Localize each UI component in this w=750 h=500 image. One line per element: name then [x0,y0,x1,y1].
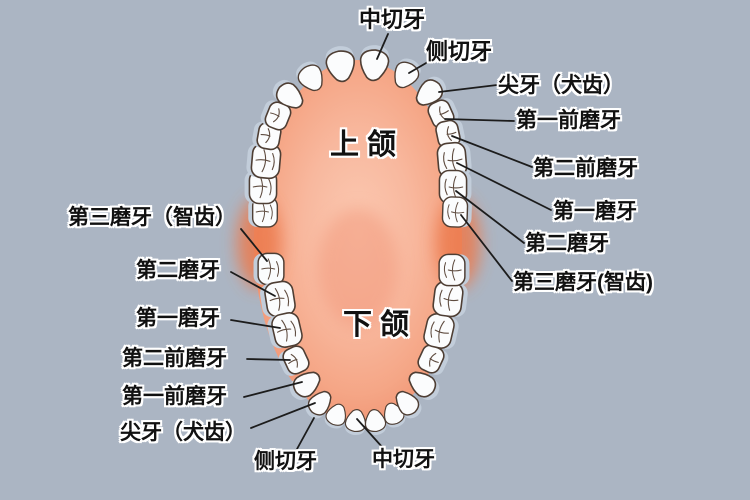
label-right-canine: 尖牙（犬齿） [498,74,624,97]
label-right-premolar2: 第二前磨牙 [533,157,638,180]
leader-l-premolar1 [243,381,303,398]
tooth-lr-molar3 [438,253,470,287]
tooth-ll-molar3 [253,252,285,286]
label-top-central-incisor: 中切牙 [359,7,426,32]
label-left-premolar2: 第二前磨牙 [122,347,227,370]
label-left-premolar1: 第一前磨牙 [122,385,227,408]
leader-l-molar1 [230,319,281,329]
label-top-lateral-incisor: 侧切牙 [426,39,493,64]
label-bottom-lateral-incisor: 侧切牙 [254,450,317,473]
label-right-premolar1: 第一前磨牙 [516,109,621,132]
label-right-molar1: 第一磨牙 [553,200,637,223]
label-left-canine: 尖牙（犬齿） [120,421,246,444]
leader-r-molar1 [456,162,552,211]
leader-r-canine [438,84,498,93]
leader-top-lateral [408,58,434,74]
label-left-molar3: 第三磨牙（智齿） [68,206,236,229]
leader-r-molar2 [455,190,525,244]
leader-r-premolar2 [451,135,533,168]
leader-top-central [376,33,389,60]
leader-l-premolar2 [246,358,291,361]
leader-b-lateral [296,417,315,450]
upper-jaw-label: 上颌 [330,129,405,161]
leader-l-molar3 [240,228,268,262]
label-bottom-central-incisor: 中切牙 [372,448,435,471]
leader-r-premolar1 [444,118,515,122]
leader-r-molar3 [460,214,513,282]
leader-l-molar2 [230,271,276,297]
lower-gum-shade [318,208,398,328]
label-right-molar2: 第二磨牙 [525,232,609,255]
leader-l-canine [250,402,316,429]
label-right-molar3: 第三磨牙(智齿) [513,271,653,294]
leader-b-central [356,418,384,449]
label-left-molar1: 第一磨牙 [136,307,220,330]
lower-jaw-label: 下颌 [343,309,418,341]
leader-lines [230,33,552,450]
label-left-molar2: 第二磨牙 [136,259,220,282]
